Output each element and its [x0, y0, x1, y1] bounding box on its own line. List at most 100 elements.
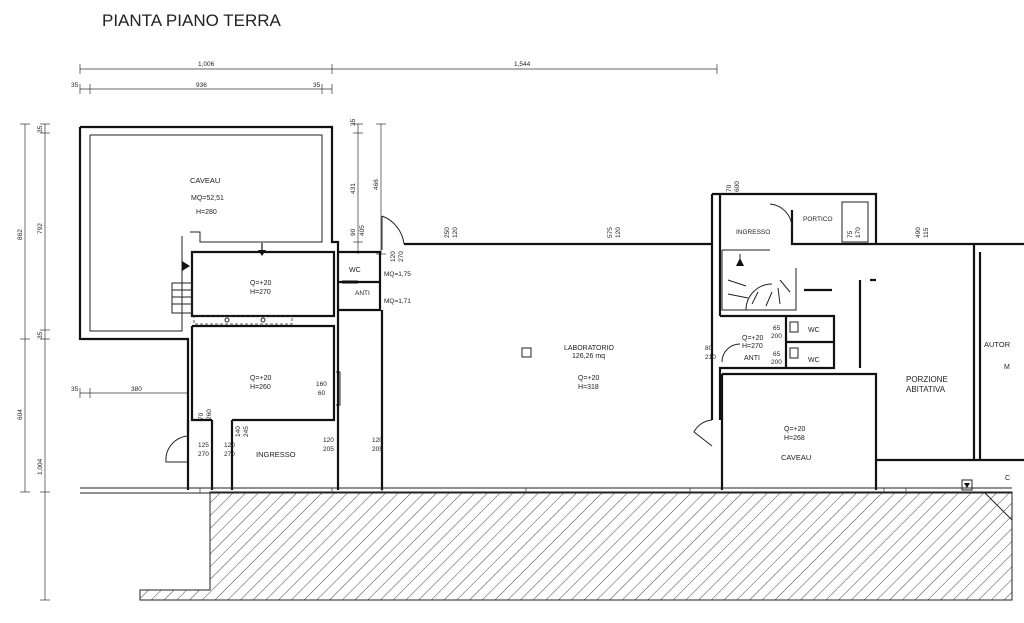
- room-a-level: Q=+20: [250, 280, 272, 287]
- dim-575: 575: [607, 227, 614, 238]
- dim-600: 600: [734, 181, 741, 192]
- left-stair-block: [171, 282, 193, 314]
- dim-431: 431: [350, 183, 357, 194]
- dim-862: 862: [17, 229, 24, 240]
- room-a-fixture-2: [260, 317, 266, 323]
- dim-35-a: 35: [71, 82, 79, 89]
- dim-792: 792: [37, 223, 44, 234]
- ingresso-left-walls: [186, 420, 234, 490]
- dim-1006: 1,006: [198, 61, 215, 68]
- laboratorio-height: H=318: [578, 384, 599, 391]
- ingresso-left-name: INGRESSO: [256, 450, 296, 459]
- stair-arrow: [736, 258, 744, 266]
- left-arrow-marker: [182, 261, 190, 271]
- plan-title: PIANTA PIANO TERRA: [102, 11, 282, 30]
- autor-name: AUTOR: [984, 340, 1011, 349]
- caveau-right-name: CAVEAU: [781, 453, 811, 462]
- wc-left-area: MQ=1,75: [384, 271, 411, 278]
- dim-160: 160: [316, 381, 327, 388]
- dim-170: 170: [855, 227, 862, 238]
- dim-245: 245: [243, 426, 250, 437]
- facade-ticks: [199, 488, 907, 493]
- dim-120-c: 120: [224, 442, 235, 449]
- anti-left-area: MQ=1,71: [384, 298, 411, 305]
- wc-right-fixture-1: [789, 321, 799, 333]
- dim-200-a: 200: [771, 333, 782, 340]
- dim-65-b: 65: [773, 351, 781, 358]
- service-wc-1: WC: [808, 327, 820, 334]
- service-block-walls: [718, 314, 836, 420]
- porzione-line1: PORZIONE: [906, 375, 948, 384]
- wc-right-fixture-2: [789, 347, 799, 359]
- dim-90-a: 90: [350, 228, 357, 236]
- corner-marker-arrow: [964, 483, 970, 488]
- portico-name: PORTICO: [803, 216, 833, 223]
- laboratorio-level: Q=+20: [578, 375, 600, 382]
- room-b-level: Q=+20: [250, 375, 272, 382]
- dim-75: 75: [847, 230, 854, 238]
- dim-405: 405: [359, 225, 366, 236]
- autor-sub: M: [1004, 364, 1010, 371]
- dim-380: 380: [131, 386, 142, 393]
- dim-60: 60: [318, 390, 326, 397]
- service-level: Q=+20: [742, 335, 764, 342]
- dim-250: 250: [444, 227, 451, 238]
- portico-walls: [790, 192, 878, 246]
- dim-115: 115: [923, 227, 930, 238]
- caveau-top-name: CAVEAU: [190, 176, 220, 185]
- room-a-fixture-1: [224, 317, 230, 323]
- spiral-stair: [721, 249, 797, 311]
- ingresso-right-walls: [710, 192, 792, 316]
- wc-left-name: WC: [349, 267, 361, 274]
- edge-c: C: [1005, 475, 1010, 482]
- anti-right-door: [721, 343, 741, 363]
- anti-left-name: ANTI: [355, 290, 370, 297]
- dim-205-b: 205: [372, 446, 383, 453]
- caveau-inner-wall: [89, 134, 323, 332]
- dim-1544: 1,544: [514, 61, 531, 68]
- corner-marker: [961, 479, 973, 491]
- right-edge-diagonal: [983, 491, 1013, 521]
- dim-210: 210: [705, 354, 716, 361]
- dim-120-d: 120: [323, 437, 334, 444]
- caveau-right-level: Q=+20: [784, 426, 806, 433]
- dim-35-e: 35: [71, 386, 79, 393]
- dim-270-door-a: 270: [398, 251, 405, 262]
- laboratorio-area: 126,26 mq: [572, 353, 605, 360]
- dim-120-b: 120: [615, 227, 622, 238]
- dim-1004: 1,004: [37, 458, 44, 475]
- left-dimension-lines: [20, 123, 386, 601]
- caveau-top-area: MQ=52,51: [191, 195, 224, 202]
- dim-35-f: 35: [350, 118, 357, 126]
- dim-35-d: 35: [37, 331, 44, 339]
- porzione-line2: ABITATIVA: [906, 385, 946, 394]
- dim-120-e: 120: [372, 437, 383, 444]
- caveau-right-walls: [720, 372, 878, 490]
- laboratorio-pillar: [521, 347, 532, 358]
- caveau-outer-wall: [78, 125, 340, 433]
- caveau-right-partition: [842, 242, 876, 368]
- dim-260: 260: [206, 409, 213, 420]
- porzione-walls: [876, 242, 1024, 462]
- dim-140: 140: [235, 426, 242, 437]
- room-b-height: H=260: [250, 384, 271, 391]
- dim-70: 70: [726, 184, 733, 192]
- dim-205-a: 205: [323, 446, 334, 453]
- dim-120-a: 120: [452, 227, 459, 238]
- door-top-entry: [381, 215, 405, 250]
- exterior-hatch: [139, 491, 1013, 601]
- laboratorio-door-right: [693, 419, 713, 447]
- dim-35-b: 35: [313, 82, 321, 89]
- dim-80: 80: [705, 345, 713, 352]
- dim-35-c: 35: [37, 125, 44, 133]
- dim-270-b: 270: [224, 451, 235, 458]
- service-anti: ANTI: [744, 355, 760, 362]
- service-height: H=270: [742, 343, 763, 350]
- dim-200-b: 200: [771, 359, 782, 366]
- ingresso-right-name: INGRESSO: [736, 229, 770, 236]
- room-a-dashed-separator: [193, 315, 293, 325]
- room-b-walls: [190, 324, 336, 422]
- dim-270-a: 270: [198, 451, 209, 458]
- service-wc-2: WC: [808, 357, 820, 364]
